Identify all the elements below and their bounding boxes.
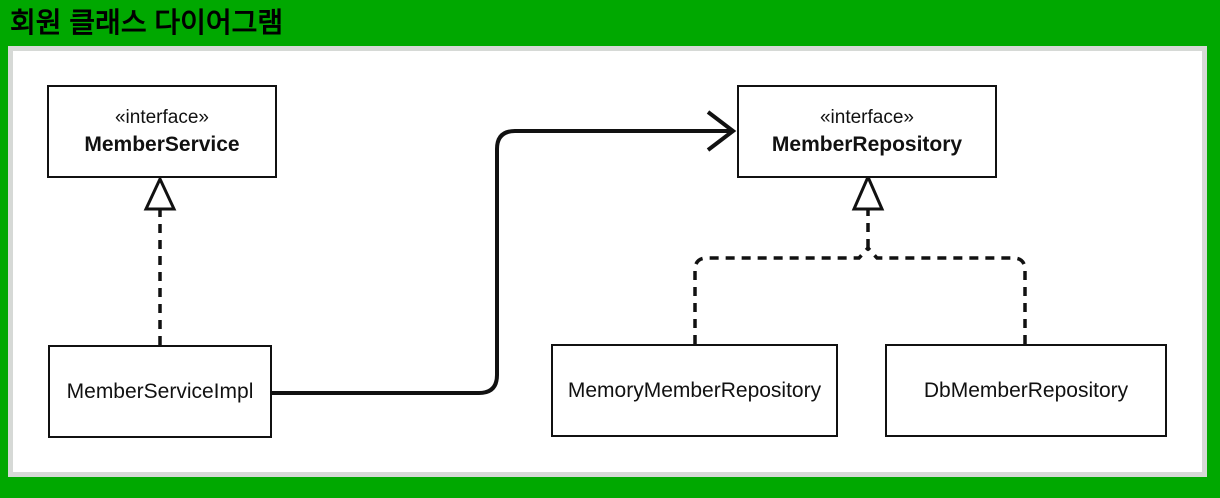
class-name-label: MemberServiceImpl [66,380,254,403]
class-name-label: MemberRepository [771,133,963,156]
stereotype-label: «interface» [114,107,209,128]
realization-arrow-dbmemberrepository-to-memberrepository [866,246,1027,344]
uml-connectors [143,110,1027,395]
class-name-label: MemoryMemberRepository [567,379,822,402]
diagram-canvas: «interface» MemberService «interface» Me… [8,46,1207,477]
class-box-memberservice: «interface» MemberService [47,85,277,178]
class-box-memorymemberrepository: MemoryMemberRepository [551,344,838,437]
realization-arrow-memorymemberrepository-to-memberrepository [693,246,870,344]
class-name-label: MemberService [84,133,240,156]
class-name-label: DbMemberRepository [923,379,1129,402]
realization-triangle-memberrepository [851,173,885,248]
class-box-memberrepository: «interface» MemberRepository [737,85,997,178]
class-box-dbmemberrepository: DbMemberRepository [885,344,1167,437]
stereotype-label: «interface» [819,107,914,128]
page-title: 회원 클래스 다이어그램 [10,7,284,38]
realization-arrow-memberserviceimpl-to-memberservice [143,175,177,345]
class-box-memberserviceimpl: MemberServiceImpl [48,345,272,438]
dependency-arrow-memberserviceimpl-to-memberrepository [272,110,737,395]
